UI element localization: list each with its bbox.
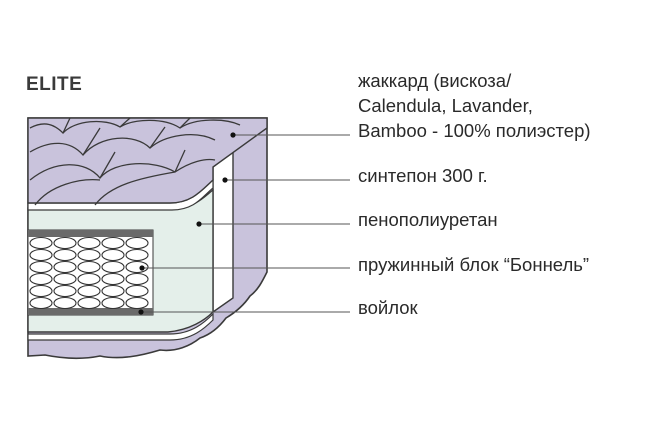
spring-coil xyxy=(77,248,101,262)
spring-coil xyxy=(101,284,125,298)
spring-coil xyxy=(125,284,149,298)
spring-coil xyxy=(77,272,101,286)
spring-coil xyxy=(125,296,149,310)
spring-coil xyxy=(29,236,53,250)
spring-coil xyxy=(53,284,77,298)
label-line: Calendula, Lavander, xyxy=(358,95,533,116)
felt-bottom xyxy=(28,308,153,315)
product-title: ELITE xyxy=(26,74,83,95)
spring-coil xyxy=(29,260,53,274)
spring-coil xyxy=(77,296,101,310)
spring-coil xyxy=(53,248,77,262)
spring-coil xyxy=(125,248,149,262)
spring-coil xyxy=(53,260,77,274)
spring-coil xyxy=(53,296,77,310)
spring-coil xyxy=(101,236,125,250)
spring-coil xyxy=(29,284,53,298)
label-foam: пенополиуретан xyxy=(358,209,498,230)
spring-coil xyxy=(125,236,149,250)
spring-coil xyxy=(125,272,149,286)
spring-coil xyxy=(101,272,125,286)
quilt-top xyxy=(27,117,268,204)
felt-top xyxy=(28,230,153,237)
quilt-stitching xyxy=(29,117,241,206)
spring-coil xyxy=(53,272,77,286)
spring-coil xyxy=(29,296,53,310)
spring-coil xyxy=(101,260,125,274)
label-line: Bamboo - 100% полиэстер) xyxy=(358,120,591,141)
spring-coil xyxy=(77,260,101,274)
sintepon-bottom xyxy=(27,312,214,341)
spring-coil xyxy=(29,272,53,286)
spring-coil xyxy=(101,248,125,262)
spring-coil xyxy=(101,296,125,310)
label-spring-block: пружинный блок “Боннель” xyxy=(358,254,590,275)
spring-coil xyxy=(53,236,77,250)
leader-dots xyxy=(138,132,236,315)
spring-coil xyxy=(77,236,101,250)
label-felt: войлок xyxy=(358,297,418,318)
label-jacquard: жаккард (вискоза/ Calendula, Lavander, B… xyxy=(358,68,591,143)
label-sintepon: синтепон 300 г. xyxy=(358,165,488,186)
spring-coil xyxy=(125,260,149,274)
spring-coil xyxy=(29,248,53,262)
sintepon-side xyxy=(212,150,234,314)
spring-coil xyxy=(77,284,101,298)
label-line: жаккард (вискоза/ xyxy=(358,70,512,91)
leader-lines xyxy=(141,134,350,313)
springs xyxy=(29,236,149,310)
